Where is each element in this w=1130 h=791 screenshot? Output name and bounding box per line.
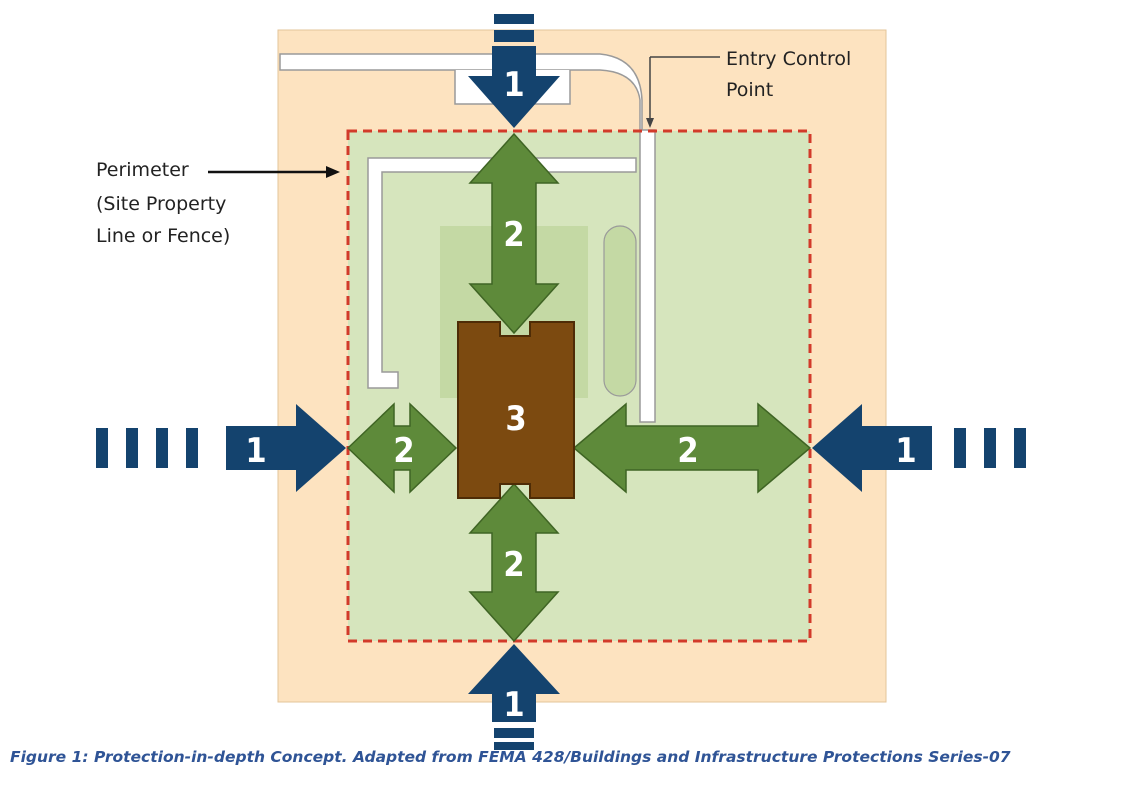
figure-caption: Figure 1: Protection-in-depth Concept. A… — [10, 748, 1011, 766]
layer1-arrow-left: 1 — [96, 404, 346, 492]
perimeter-line — [346, 129, 812, 643]
entry-control-label-line1: Entry Control — [726, 48, 851, 70]
layer2-arrow-top: 2 — [468, 132, 560, 335]
perimeter-label-line1: Perimeter — [96, 159, 189, 181]
layer1-arrow-right: 1 — [812, 404, 1026, 492]
layer3-label: 3 — [505, 399, 526, 439]
layer2-label-right: 2 — [677, 431, 698, 471]
layer2-label-bottom: 2 — [503, 545, 524, 585]
entry-control-pointer — [646, 56, 720, 128]
perimeter-label-line3: Line or Fence) — [96, 225, 230, 247]
building-core: 3 — [457, 321, 575, 499]
layer1-arrow-top: 1 — [468, 14, 560, 128]
entry-control-label-line2: Point — [726, 79, 773, 101]
layer1-label-top: 1 — [503, 65, 524, 105]
layer1-arrow-bottom: 1 — [468, 644, 560, 750]
layer1-label-right: 1 — [895, 431, 916, 471]
layer2-label-top: 2 — [503, 215, 524, 255]
perimeter-pointer — [208, 166, 340, 178]
layer2-label-left: 2 — [393, 431, 414, 471]
layer1-label-left: 1 — [245, 431, 266, 471]
layer1-label-bottom: 1 — [503, 685, 524, 725]
layer2-arrow-left: 2 — [346, 402, 458, 494]
layer2-arrow-bottom: 2 — [468, 482, 560, 643]
layer2-arrow-right: 2 — [572, 402, 812, 494]
perimeter-label-line2: (Site Property — [96, 193, 226, 215]
median-island — [603, 225, 637, 397]
